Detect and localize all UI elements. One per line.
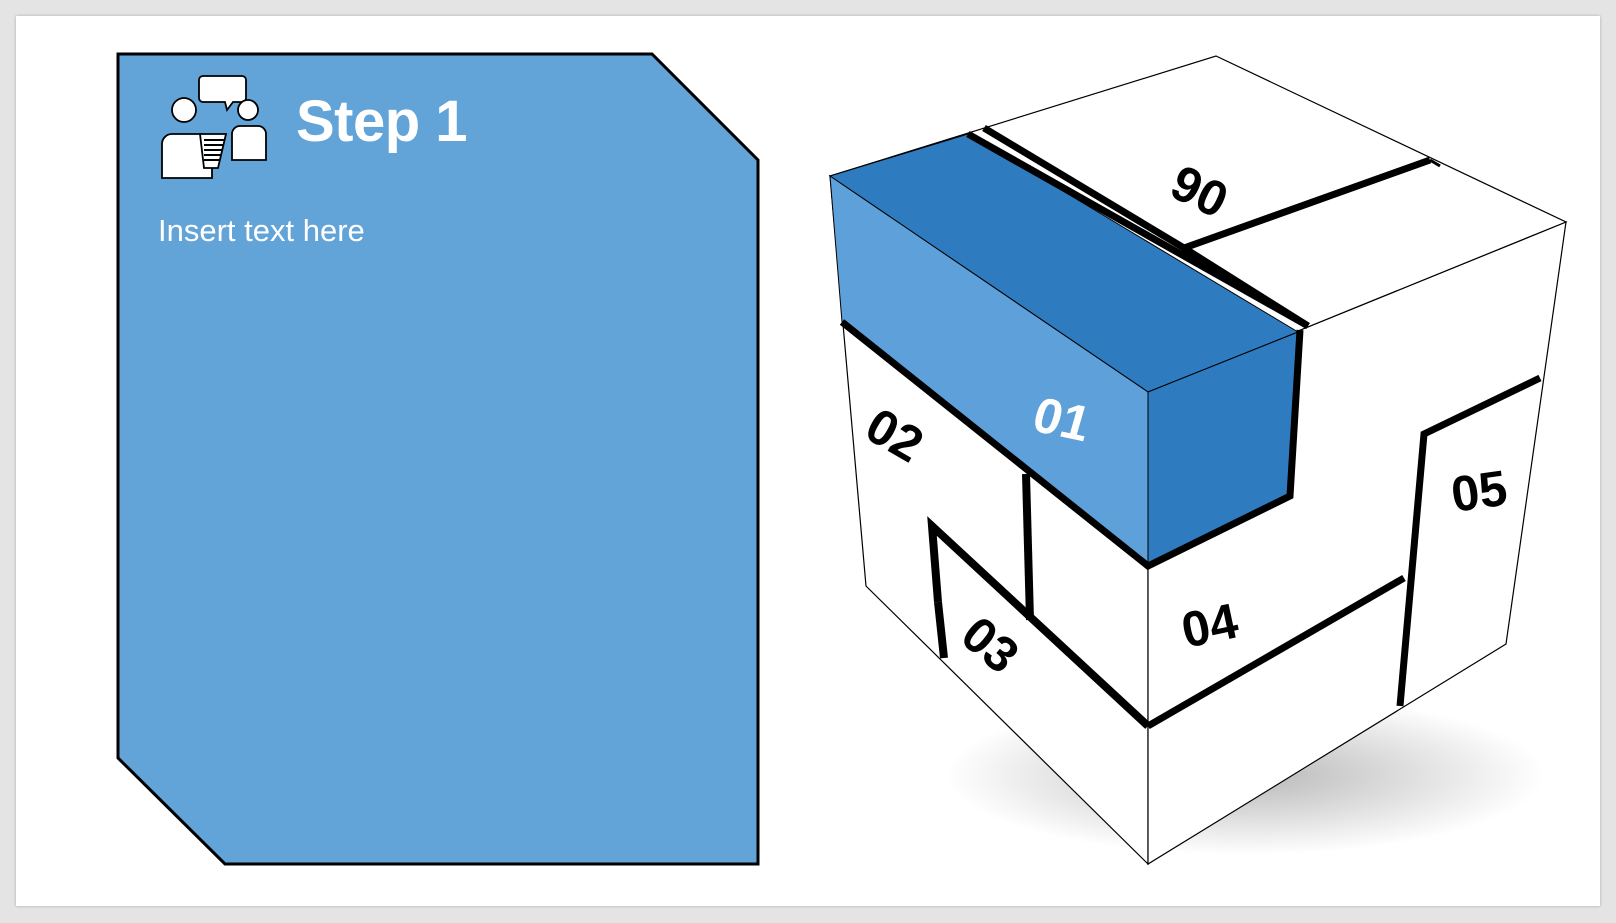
step-card-shape [116, 52, 760, 866]
step-body-text[interactable]: Insert text here [158, 213, 365, 248]
cube-label-05: 05 [1448, 460, 1511, 523]
cube-label-04: 04 [1177, 592, 1243, 658]
people-discussion-icon [161, 75, 267, 179]
step-title: Step 1 [296, 89, 468, 154]
